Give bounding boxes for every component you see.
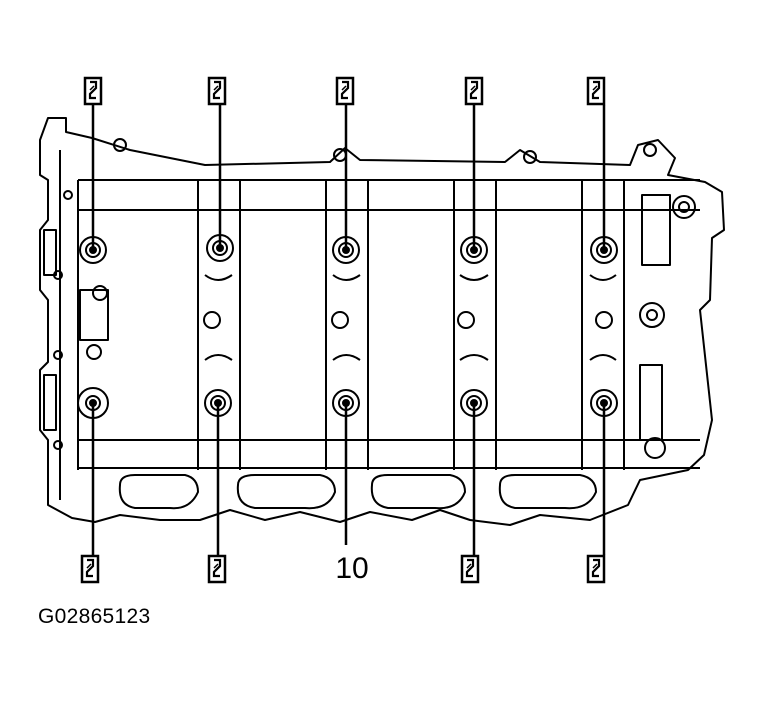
bolt-torque-wrench-icon <box>460 554 480 584</box>
bolt-torque-wrench-icon <box>80 554 100 584</box>
bolt-row-lower <box>77 387 618 419</box>
bolt-torque-wrench-icon <box>586 554 606 584</box>
bolt-row-upper <box>79 234 618 264</box>
callout-number: 10 <box>335 552 368 585</box>
bolt-torque-wrench-icon <box>335 76 355 106</box>
bolt-torque-wrench-icon <box>83 76 103 106</box>
callout-leader-lines <box>91 105 606 555</box>
cylinder-head-outline <box>39 117 725 526</box>
bolt-torque-wrench-icon <box>586 76 606 106</box>
figure-id: G02865123 <box>38 605 151 628</box>
bolt-torque-wrench-icon <box>464 76 484 106</box>
bolt-torque-wrench-icon <box>207 554 227 584</box>
bolt-u5 <box>590 236 618 264</box>
bolt-torque-wrench-icon <box>207 76 227 106</box>
bearing-webs <box>197 180 625 470</box>
